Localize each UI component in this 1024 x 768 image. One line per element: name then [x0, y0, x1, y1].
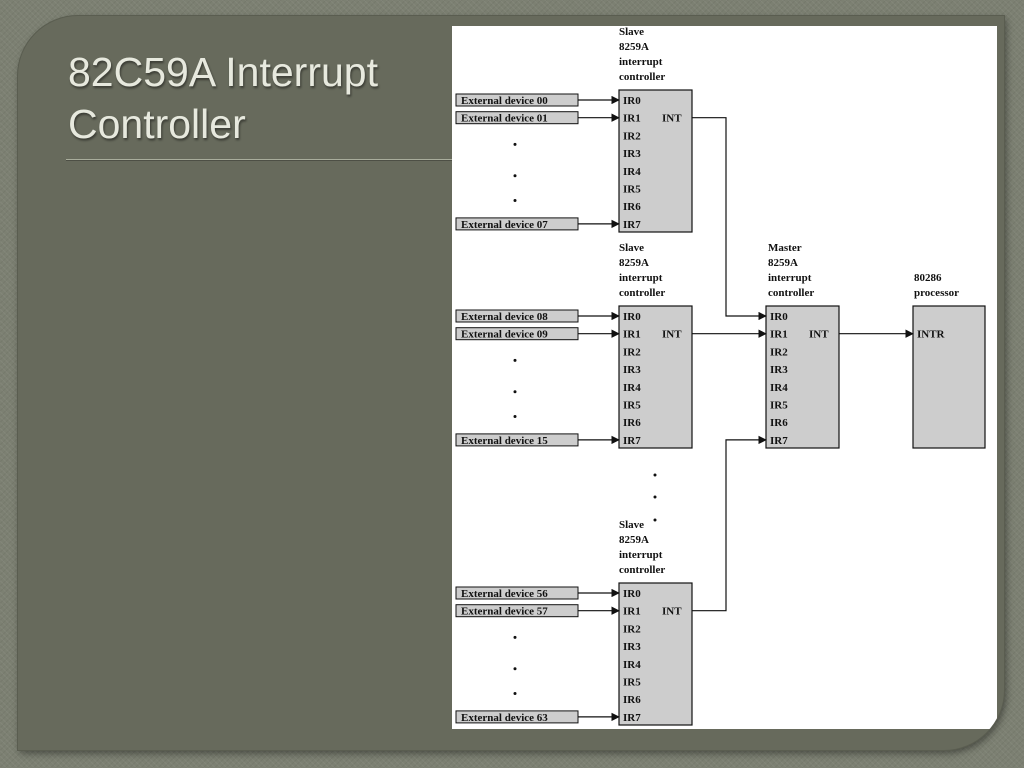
slave-controller-2-ir-label: IR0 — [623, 311, 641, 323]
slave-controller-3-ellipsis-dot — [513, 667, 517, 671]
slave-stack-ellipsis-dot — [653, 495, 657, 499]
slave-controller-1-ellipsis-dot — [513, 174, 517, 178]
slave-controller-3-ir-label: IR0 — [623, 588, 641, 600]
master-controller-ir-label: IR2 — [770, 346, 788, 358]
slave-controller-1-ir-label: IR1 — [623, 113, 641, 125]
slave-controller-3-ir-label: IR7 — [623, 712, 641, 724]
slave-controller-2-ir-label: IR7 — [623, 435, 641, 447]
slave-controller-1-ir-label: IR4 — [623, 166, 641, 178]
slave-controller-3-header-line: 8259A — [619, 534, 649, 546]
slave-controller-2-header-line: controller — [619, 287, 665, 299]
slave-stack-ellipsis-dot — [653, 473, 657, 477]
slave-controller-3-device-label: External device 56 — [461, 588, 548, 600]
slave-controller-2-device-label: External device 15 — [461, 435, 548, 447]
slave-controller-2-ir-label: IR1 — [623, 329, 641, 341]
slave-controller-3-ir-label: IR3 — [623, 641, 641, 653]
slave-controller-1-ellipsis-dot — [513, 199, 517, 202]
diagram-canvas: Slave8259AinterruptcontrollerIR0IR1IR2IR… — [455, 26, 986, 726]
slave-controller-2-ir-label: IR4 — [623, 382, 641, 394]
slave-controller-1-ellipsis-dot — [513, 142, 517, 146]
master-controller-ir-label: IR4 — [770, 382, 788, 394]
slave-controller-1-int-label: INT — [662, 113, 682, 125]
master-controller-ir-label: IR1 — [770, 329, 788, 341]
slave-controller-2-header-line: 8259A — [619, 257, 649, 269]
slave-controller-2-int-label: INT — [662, 329, 682, 341]
slave-controller-1-header-line: controller — [619, 71, 665, 83]
slide-title-line-2: Controller — [68, 101, 246, 147]
master-controller-int-label: INT — [809, 329, 829, 341]
slave-controller-2-ir-label: IR5 — [623, 400, 641, 412]
slave-controller-1-header-line: 8259A — [619, 41, 649, 53]
slave-controller-1-header-line: Slave — [619, 26, 644, 38]
slave-controller-1-device-label: External device 01 — [461, 113, 548, 125]
slave-controller-3-device-label: External device 63 — [461, 712, 548, 724]
processor-intr-label: INTR — [917, 329, 946, 341]
master-controller-header-line: interrupt — [768, 272, 812, 284]
slave-8-to-master-ir7-line — [692, 435, 767, 612]
slave-controller-3-header-line: Slave — [619, 519, 644, 531]
master-controller-ir-label: IR0 — [770, 311, 788, 323]
slave-controller-2-box — [618, 305, 693, 449]
slave-controller-1-device-label: External device 07 — [461, 219, 548, 231]
master-controller-header-line: controller — [768, 287, 814, 299]
slave-controller-3-ir-label: IR2 — [623, 623, 641, 635]
master-controller-ir-label: IR3 — [770, 364, 788, 376]
slave-1-to-master-ir0-line — [692, 117, 767, 321]
slave-controller-1-ir-label: IR5 — [623, 184, 641, 196]
processor-header-line: 80286 — [914, 272, 942, 284]
slave-controller-2-ellipsis-dot — [513, 415, 517, 418]
slave-controller-1-ir-label: IR3 — [623, 148, 641, 160]
slave-controller-2-header-line: Slave — [619, 242, 644, 254]
title-underline — [66, 159, 456, 160]
slave-controller-1-device-label: External device 00 — [461, 95, 548, 107]
slave-controller-2-header-line: interrupt — [619, 272, 663, 284]
slave-controller-1-header-line: interrupt — [619, 56, 663, 68]
slave-controller-2-ellipsis-dot — [513, 390, 517, 394]
slave-stack-ellipsis-dot — [653, 518, 657, 522]
slave-controller-3-ir-label: IR5 — [623, 677, 641, 689]
processor-header-line: processor — [914, 287, 959, 299]
processor-box — [912, 305, 986, 449]
slave-controller-3-ellipsis-dot — [513, 635, 517, 639]
slave-controller-2-ir-label: IR3 — [623, 364, 641, 376]
master-controller-ir-label: IR6 — [770, 417, 788, 429]
master-controller-ir-label: IR5 — [770, 400, 788, 412]
master-controller-header-line: 8259A — [768, 257, 798, 269]
slave-controller-3-device-label: External device 57 — [461, 606, 548, 618]
slave-controller-1-ir-label: IR7 — [623, 219, 641, 231]
slave-controller-3-ir-label: IR4 — [623, 659, 641, 671]
master-controller-header-line: Master — [768, 242, 802, 254]
slave-controller-1-ir-label: IR6 — [623, 201, 641, 213]
slide: 82C59A Interrupt Controller Slave 8259A in… — [18, 16, 1004, 750]
slave-controller-1-ir-label: IR0 — [623, 95, 641, 107]
slave-controller-3-ir-label: IR6 — [623, 694, 641, 706]
slave-controller-3-ellipsis-dot — [513, 692, 517, 695]
slave-controller-2-device-label: External device 08 — [461, 311, 548, 323]
slave-controller-2-ir-label: IR6 — [623, 417, 641, 429]
slide-title: 82C59A Interrupt Controller — [68, 46, 378, 150]
slave-controller-1-box — [618, 89, 693, 233]
master-controller-ir-label: IR7 — [770, 435, 788, 447]
slide-title-line-1: 82C59A Interrupt — [68, 49, 378, 95]
slave-controller-2-ellipsis-dot — [513, 358, 517, 362]
slave-controller-3-box — [618, 582, 693, 726]
slave-controller-3-int-label: INT — [662, 606, 682, 618]
slave-controller-2-device-label: External device 09 — [461, 329, 548, 341]
slave-controller-1-ir-label: IR2 — [623, 130, 641, 142]
master-controller-box — [765, 305, 840, 449]
slave-controller-2-ir-label: IR2 — [623, 346, 641, 358]
slave-controller-3-ir-label: IR1 — [623, 606, 641, 618]
slave-controller-3-header-line: interrupt — [619, 549, 663, 561]
slave-controller-3-header-line: controller — [619, 564, 665, 576]
